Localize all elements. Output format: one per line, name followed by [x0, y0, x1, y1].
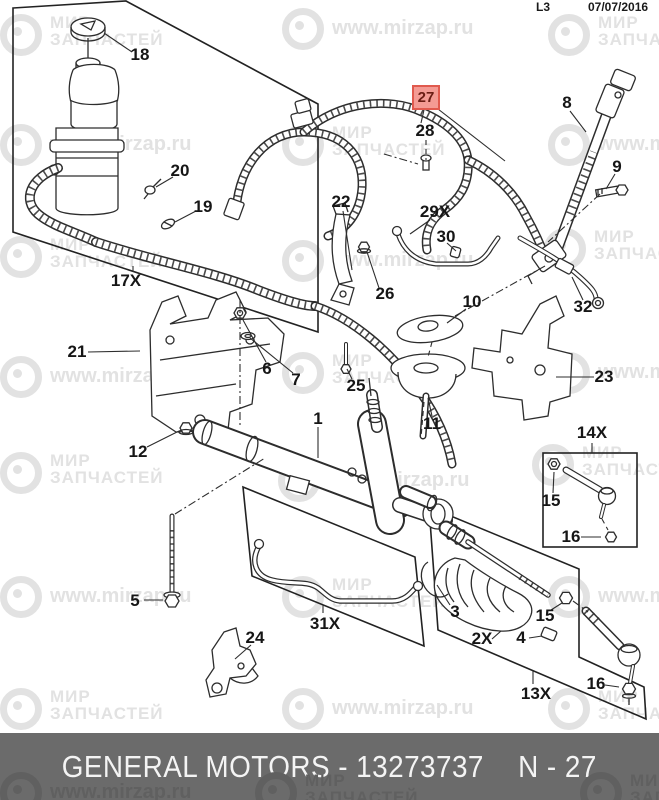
- group-box-14x: [542, 443, 638, 548]
- pipe-part-29x-30: [391, 225, 499, 265]
- sheet-date: 07/07/2016: [588, 0, 649, 14]
- stud-part-28: [420, 154, 432, 171]
- diagram-art: [12, 0, 647, 721]
- callout-31X: 31X: [309, 614, 341, 633]
- bracket-part-24: [205, 627, 259, 698]
- callout-29X: 29X: [419, 202, 451, 221]
- callout-12: 12: [128, 442, 148, 461]
- nut-part-12: [178, 422, 194, 436]
- bolt-part-9: [594, 184, 629, 198]
- callout-15b: 15: [535, 606, 555, 625]
- footer-title: GENERAL MOTORS - 13273737: [61, 748, 485, 784]
- callout-28: 28: [415, 121, 435, 140]
- footer-page-ref: N - 27: [518, 748, 598, 784]
- callout-10: 10: [462, 292, 482, 311]
- callout-9: 9: [612, 157, 622, 176]
- callout-16a: 16: [561, 527, 581, 546]
- callout-24: 24: [245, 628, 265, 647]
- bracket-part-22: [330, 202, 355, 306]
- washer-part-7: [240, 331, 256, 341]
- callout-18: 18: [130, 45, 150, 64]
- callout-2X: 2X: [471, 629, 493, 648]
- callout-7: 7: [291, 370, 301, 389]
- clip-part-19: [160, 218, 176, 230]
- bearing-part-11: [390, 353, 466, 436]
- callout-26: 26: [375, 284, 395, 303]
- callout-23: 23: [594, 367, 614, 386]
- reservoir-cap-part-18: [70, 17, 106, 58]
- highlight-callout-27: 27: [412, 85, 440, 110]
- callout-25: 25: [346, 376, 366, 395]
- outer-tie-rod-end: [586, 611, 641, 705]
- callout-8: 8: [562, 93, 572, 112]
- callout-11: 11: [423, 414, 441, 433]
- sheet-code: L3: [536, 0, 551, 14]
- dust-cover-part-10: [396, 314, 464, 344]
- bolt-part-5: [163, 513, 181, 608]
- callout-16b: 16: [586, 674, 606, 693]
- inner-tie-rod-13x: [406, 492, 574, 642]
- callout-13X: 13X: [520, 684, 552, 703]
- callout-30: 30: [436, 227, 456, 246]
- group-box-13x: [428, 505, 647, 721]
- callout-3: 3: [450, 602, 460, 621]
- bracket-part-23: [471, 295, 573, 421]
- callout-14X: 14X: [576, 423, 608, 442]
- callout-17X: 17X: [110, 271, 142, 290]
- bolt-part-25: [340, 342, 352, 374]
- clip-part-20: [143, 178, 162, 200]
- hose-harness: [223, 98, 547, 262]
- callout-1: 1: [313, 409, 323, 428]
- pipe-assembly-31x: [255, 538, 424, 602]
- callout-5: 5: [130, 591, 140, 610]
- callout-19: 19: [193, 197, 213, 216]
- nut-part-26: [356, 241, 372, 254]
- callout-22: 22: [331, 192, 351, 211]
- callout-4: 4: [516, 628, 526, 647]
- callout-32: 32: [573, 297, 593, 316]
- callout-6: 6: [262, 359, 272, 378]
- callout-21: 21: [67, 342, 87, 361]
- centerlines: [174, 140, 609, 613]
- group-box-17x: [12, 0, 319, 334]
- tie-rod-kit-14x: [547, 458, 618, 543]
- callout-15a: 15: [541, 491, 561, 510]
- footer-bar: GENERAL MOTORS - 13273737 N - 27: [0, 733, 659, 800]
- pump-reservoir: [48, 57, 125, 216]
- callout-20: 20: [170, 161, 190, 180]
